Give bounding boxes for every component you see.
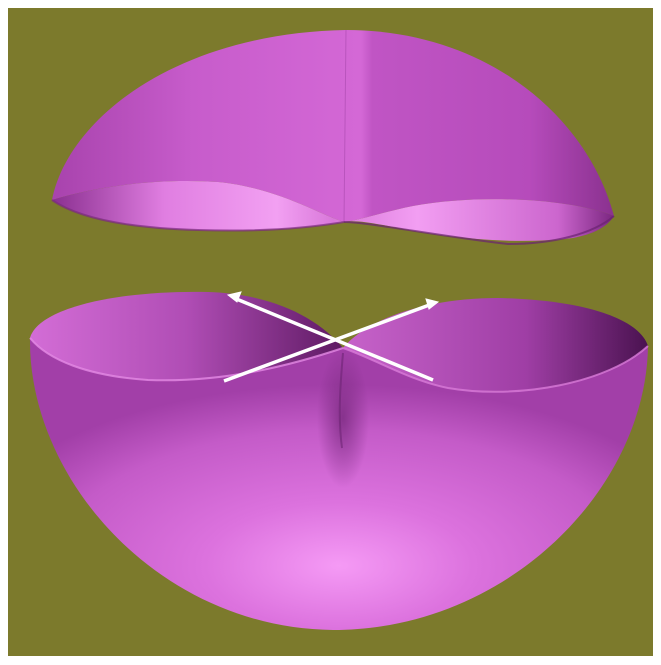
scene-canvas <box>8 8 653 656</box>
render-viewport <box>8 8 653 656</box>
